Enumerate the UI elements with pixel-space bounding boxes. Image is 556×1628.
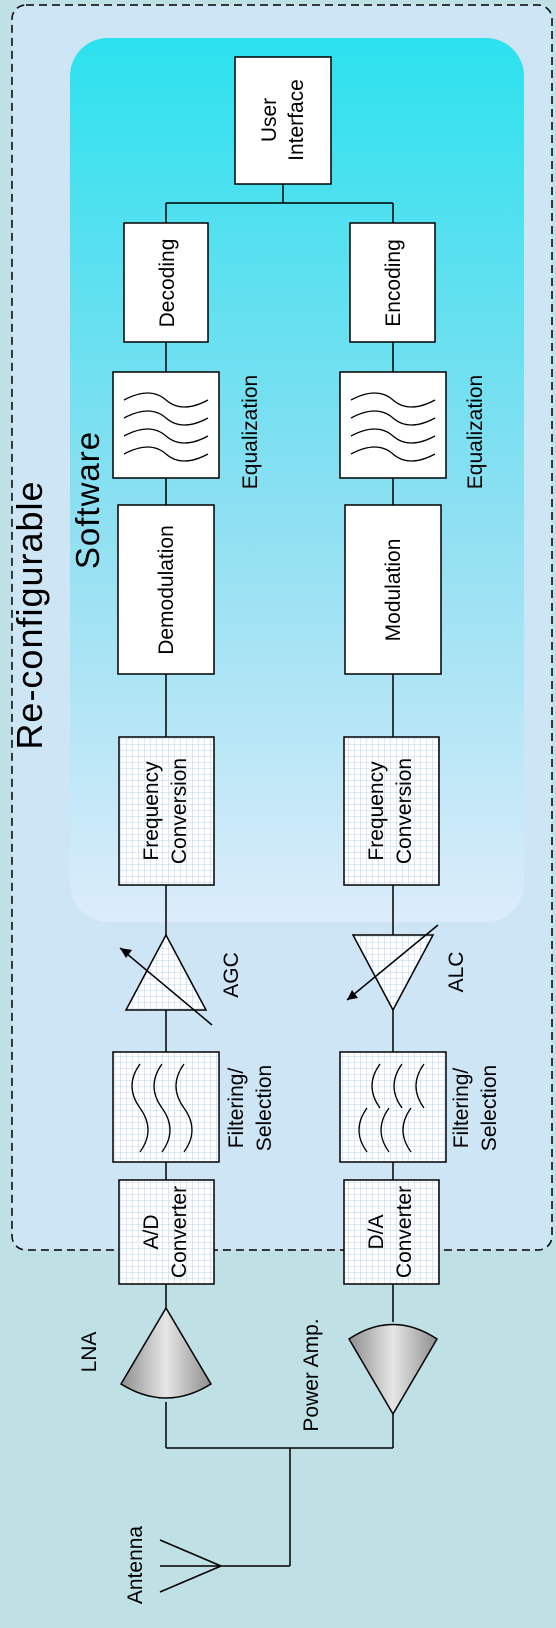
rx-filter-label-line1: Filtering/ <box>225 1068 248 1149</box>
tx-frequency-conversion-block: Frequency Conversion <box>343 736 440 886</box>
tx-equalization-block <box>339 371 447 479</box>
agc-amplifier <box>119 933 213 1026</box>
modulation-label: Modulation <box>382 539 405 642</box>
da-converter-line2: Converter <box>393 1186 416 1278</box>
lna-label: LNA <box>78 1332 101 1373</box>
tx-filter-label-line1: Filtering/ <box>450 1068 473 1149</box>
demodulation-label: Demodulation <box>155 525 178 655</box>
user-interface-line2: Interface <box>285 79 308 161</box>
tx-filter-block <box>339 1051 447 1163</box>
user-interface-block: User Interface <box>234 56 332 185</box>
tx-equalization-label: Equalization <box>464 375 487 489</box>
ad-converter-line1: A/D <box>140 1214 163 1249</box>
rx-equalization-block <box>112 371 220 479</box>
modulation-block: Modulation <box>344 504 442 675</box>
user-interface-line1: User <box>258 98 281 142</box>
rx-frequency-conversion-block: Frequency Conversion <box>118 736 215 886</box>
decoding-block: Decoding <box>123 222 209 343</box>
da-converter-block: D/A Converter <box>343 1179 440 1285</box>
software-title: Software <box>69 431 106 569</box>
encoding-block: Encoding <box>349 222 436 343</box>
rx-filter-block <box>112 1051 220 1163</box>
power-amp-label: Power Amp. <box>300 1318 323 1431</box>
rx-equalization-label: Equalization <box>239 375 262 489</box>
tx-freqconv-line1: Frequency <box>365 761 388 861</box>
encoding-label: Encoding <box>382 239 405 327</box>
rx-freqconv-line1: Frequency <box>140 761 163 861</box>
antenna-label: Antenna <box>124 1526 147 1605</box>
antenna-icon <box>159 1539 222 1593</box>
decoding-label: Decoding <box>156 239 179 328</box>
ad-converter-block: A/D Converter <box>118 1179 215 1285</box>
da-converter-line1: D/A <box>365 1214 388 1249</box>
ad-converter-line2: Converter <box>168 1186 191 1278</box>
demodulation-block: Demodulation <box>117 504 215 675</box>
tx-filter-label-line2: Selection <box>478 1065 501 1151</box>
rx-filter-label-line2: Selection <box>253 1065 276 1151</box>
rx-freqconv-line2: Conversion <box>168 758 191 864</box>
power-amplifier <box>347 1323 439 1416</box>
wires <box>165 184 394 1567</box>
alc-amplifier <box>346 924 439 1012</box>
alc-label: ALC <box>445 952 468 993</box>
tx-freqconv-line2: Conversion <box>393 758 416 864</box>
lna-amplifier <box>119 1306 213 1399</box>
reconfigurable-title: Re-configurable <box>9 480 50 749</box>
agc-label: AGC <box>220 952 243 998</box>
